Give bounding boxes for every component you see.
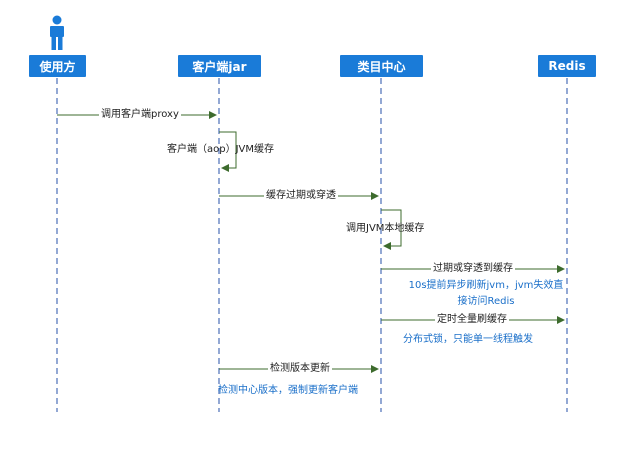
note-async-refresh-line1: 10s提前异步刷新jvm，jvm失效直 <box>408 280 564 291</box>
person-icon <box>50 15 64 50</box>
message-label-jvm-cache: 客户端（aop）JVM缓存 <box>167 144 275 155</box>
participant-user: 使用方 <box>29 55 86 77</box>
note-async-refresh: 10s提前异步刷新jvm，jvm失效直 接访问Redis <box>396 278 576 310</box>
message-label-cache-miss: 缓存过期或穿透 <box>264 190 338 202</box>
note-version-force-update: 检测中心版本，强制更新客户端 <box>218 385 358 396</box>
participant-category-center: 类目中心 <box>340 55 423 77</box>
note-distributed-lock: 分布式锁，只能单一线程触发 <box>403 334 533 345</box>
self-arrow-local-cache <box>381 209 402 250</box>
message-label-call-proxy: 调用客户端proxy <box>99 109 181 121</box>
note-async-refresh-line2: 接访问Redis <box>457 296 515 307</box>
participant-client-jar: 客户端jar <box>178 55 261 77</box>
message-label-to-redis: 过期或穿透到缓存 <box>431 263 515 275</box>
message-label-version-check: 检测版本更新 <box>268 363 332 375</box>
participant-redis: Redis <box>538 55 596 77</box>
self-arrow-jvm-cache <box>219 131 237 172</box>
message-label-local-cache: 调用JVM本地缓存 <box>346 223 425 234</box>
message-label-full-refresh: 定时全量刷缓存 <box>435 314 509 326</box>
